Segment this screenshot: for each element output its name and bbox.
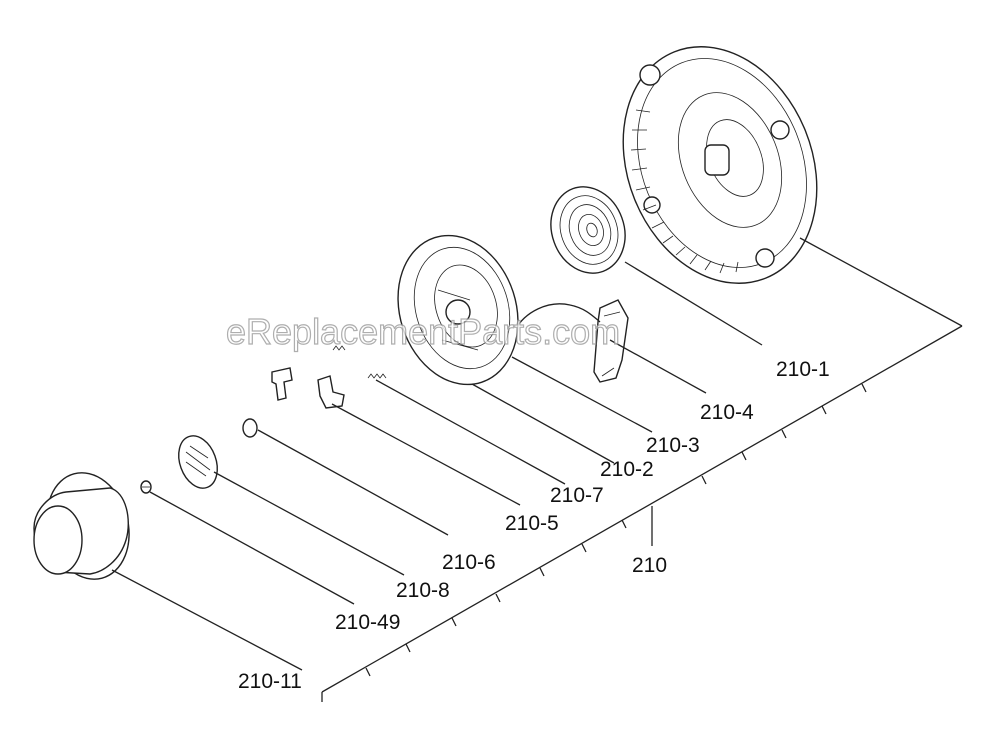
assembly-bracket bbox=[321, 325, 963, 702]
part-starter-housing bbox=[622, 46, 818, 284]
leader-lines bbox=[111, 237, 963, 671]
part-ratchet-pawl bbox=[317, 375, 345, 409]
callout-210-2: 210-2 bbox=[600, 458, 654, 481]
callout-210-49: 210-49 bbox=[335, 611, 400, 634]
callout-210-8: 210-8 bbox=[396, 579, 450, 602]
part-rope-pulley bbox=[397, 234, 519, 386]
part-small-spring bbox=[367, 373, 387, 379]
callout-210-3: 210-3 bbox=[646, 434, 700, 457]
watermark-text: eReplacementParts.com bbox=[226, 311, 620, 352]
part-starter-cup bbox=[33, 472, 130, 580]
callout-210-1: 210-1 bbox=[776, 358, 830, 381]
callout-210-5: 210-5 bbox=[505, 512, 559, 535]
part-washer bbox=[242, 418, 258, 438]
part-ratchet-pawl-2 bbox=[271, 367, 293, 401]
callout-210-6: 210-6 bbox=[442, 551, 496, 574]
callout-210: 210 bbox=[632, 554, 667, 577]
callout-210-4: 210-4 bbox=[700, 401, 754, 424]
part-tiny-spring bbox=[332, 345, 346, 351]
callout-210-7: 210-7 bbox=[550, 484, 604, 507]
part-screw bbox=[140, 480, 152, 494]
part-recoil-spring bbox=[550, 186, 626, 274]
callout-210-11: 210-11 bbox=[238, 670, 302, 693]
part-ratchet-guide bbox=[178, 435, 218, 489]
